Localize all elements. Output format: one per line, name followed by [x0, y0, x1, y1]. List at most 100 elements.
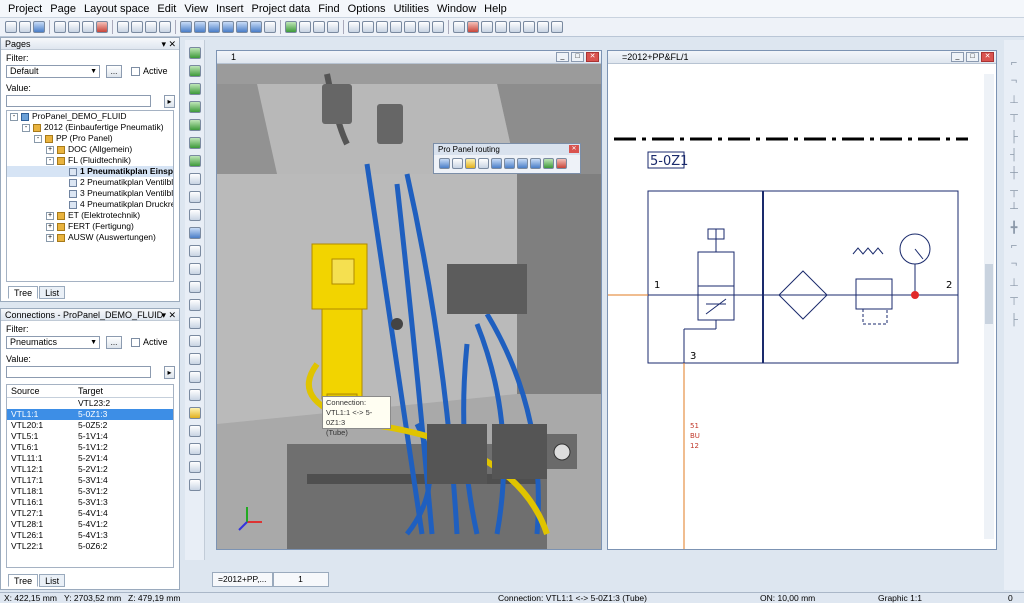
layout-tool-icon[interactable] [188, 101, 201, 113]
pan-icon[interactable] [250, 21, 262, 33]
toolbar-button[interactable] [313, 21, 325, 33]
collapse-icon[interactable]: - [22, 123, 30, 132]
layout-tool-icon[interactable] [188, 371, 201, 383]
menu-item[interactable]: Edit [157, 2, 177, 15]
route-icon[interactable] [556, 158, 567, 169]
layout-tool-icon[interactable] [188, 407, 201, 419]
menu-item[interactable]: Project [8, 2, 43, 15]
toolbar-button[interactable] [481, 21, 493, 33]
menu-item[interactable]: Find [318, 2, 340, 15]
toolbar-button[interactable] [327, 21, 339, 33]
redo-icon[interactable] [131, 21, 143, 33]
toolbar-button[interactable] [376, 21, 388, 33]
layout-tool-icon[interactable] [188, 65, 201, 77]
toolbar-button[interactable] [390, 21, 402, 33]
3d-viewport[interactable] [217, 64, 601, 549]
toolbar-button[interactable] [495, 21, 507, 33]
toolbar-button[interactable] [537, 21, 549, 33]
layout-tool-icon[interactable] [188, 137, 201, 149]
snap-icon[interactable] [362, 21, 374, 33]
layout-tool-icon[interactable] [188, 353, 201, 365]
rotate-icon[interactable] [188, 173, 201, 185]
menu-item[interactable]: View [184, 2, 209, 15]
connector-icon[interactable]: ¬ [1010, 258, 1018, 270]
tree-item[interactable]: -PP (Pro Panel) [7, 133, 173, 144]
tab-tree[interactable]: Tree [8, 574, 39, 587]
tree-item[interactable]: -ProPanel_DEMO_FLUID [7, 111, 173, 122]
layout-tool-icon[interactable] [188, 119, 201, 131]
tree-item[interactable]: 1 Pneumatikplan Einspeisun [7, 166, 173, 177]
layout-tool-icon[interactable] [188, 209, 201, 221]
connector-icon[interactable]: ⊤ [1009, 113, 1019, 125]
route-icon[interactable] [491, 158, 502, 169]
route-icon[interactable] [478, 158, 489, 169]
layout-tool-icon[interactable] [188, 191, 201, 203]
menu-item[interactable]: Page [50, 2, 76, 15]
schematic-canvas[interactable]: 5-0Z1 1 2 3 51 BU 12 [608, 64, 996, 549]
route-icon[interactable] [530, 158, 541, 169]
collapse-icon[interactable]: - [46, 156, 54, 165]
toolbar-button[interactable] [418, 21, 430, 33]
collapse-icon[interactable]: - [10, 112, 18, 121]
redraw-icon[interactable] [236, 21, 248, 33]
menu-item[interactable]: Insert [216, 2, 244, 15]
layout-tool-icon[interactable] [188, 281, 201, 293]
menu-item[interactable]: Window [437, 2, 477, 15]
connector-icon[interactable]: ┤ [1010, 149, 1018, 161]
layout-tool-icon[interactable] [188, 245, 201, 257]
copy-icon[interactable] [68, 21, 80, 33]
toolbar-button[interactable] [523, 21, 535, 33]
layout-tool-icon[interactable] [188, 227, 201, 239]
collapse-icon[interactable]: - [34, 134, 42, 143]
connections-filter-button[interactable]: ... [106, 336, 122, 349]
toolbar-button[interactable] [432, 21, 444, 33]
preview-icon[interactable] [159, 21, 171, 33]
open-icon[interactable] [19, 21, 31, 33]
menu-item[interactable]: Layout space [83, 2, 150, 15]
zoom-in-icon[interactable] [180, 21, 192, 33]
connector-icon[interactable]: ⌐ [1010, 57, 1018, 69]
play-icon[interactable] [285, 21, 297, 33]
connector-icon[interactable]: ┬ [1010, 185, 1018, 197]
tab-tree[interactable]: Tree [8, 286, 39, 299]
magnet-icon[interactable] [467, 21, 479, 33]
connector-icon[interactable]: ├ [1010, 131, 1018, 143]
pages-value-input[interactable] [6, 95, 151, 107]
zoom-out-icon[interactable] [194, 21, 206, 33]
layout-tool-icon[interactable] [188, 461, 201, 473]
panel-pin-icon[interactable]: ▾ ✕ [161, 310, 176, 320]
toolbar-button[interactable] [551, 21, 563, 33]
menu-item[interactable]: Project data [251, 2, 311, 15]
tab-list[interactable]: List [39, 286, 66, 299]
route-icon[interactable] [439, 158, 450, 169]
connector-icon[interactable]: ╋ [1010, 222, 1018, 234]
expand-icon[interactable]: + [46, 145, 54, 154]
pages-active-checkbox[interactable] [131, 67, 140, 76]
layout-tool-icon[interactable] [188, 155, 201, 167]
layout-tool-icon[interactable] [188, 317, 201, 329]
doc-tab-schematic[interactable]: =2012+PP,... [212, 572, 273, 587]
tree-item[interactable]: +DOC (Allgemein) [7, 144, 173, 155]
minimize-icon[interactable]: _ [556, 52, 569, 62]
connections-value-apply-button[interactable]: ▸ [164, 366, 175, 379]
layout-tool-icon[interactable] [188, 443, 201, 455]
connections-value-input[interactable] [6, 366, 151, 378]
grid-icon[interactable] [348, 21, 360, 33]
new-icon[interactable] [5, 21, 17, 33]
close-icon[interactable]: ✕ [569, 145, 579, 153]
toolbar-button[interactable] [404, 21, 416, 33]
menu-item[interactable]: Options [347, 2, 386, 15]
tree-item[interactable]: -FL (Fluidtechnik) [7, 155, 173, 166]
zoom-all-icon[interactable] [222, 21, 234, 33]
close-icon[interactable]: ✕ [586, 52, 599, 62]
tree-item[interactable]: 4 Pneumatikplan Druckreglu [7, 199, 173, 210]
